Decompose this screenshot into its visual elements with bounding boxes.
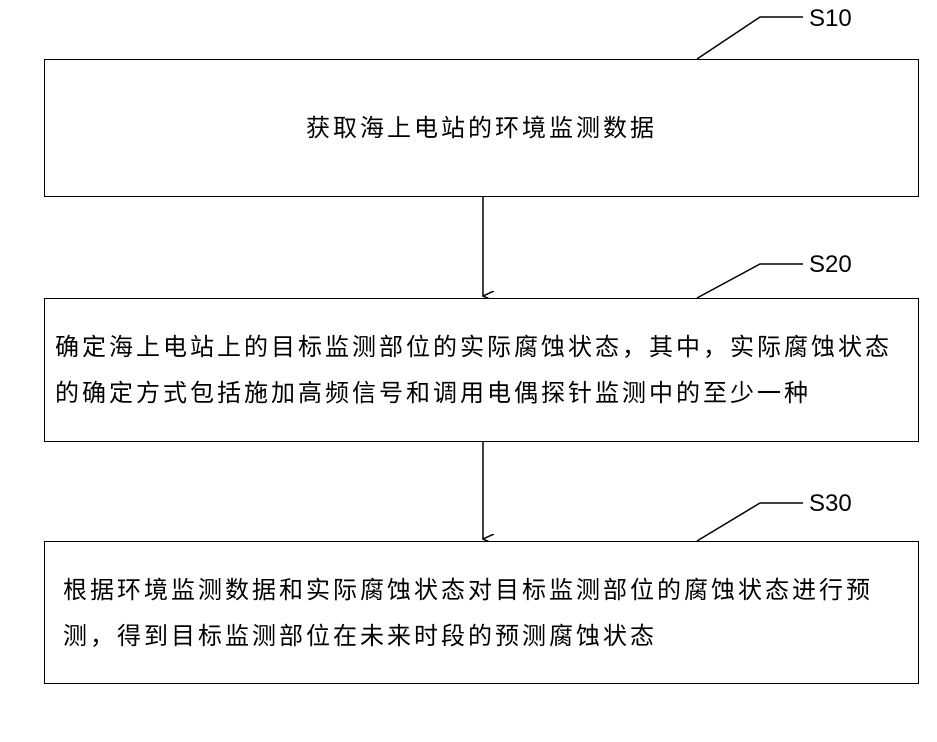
step-label-s20: S20	[809, 253, 852, 277]
step-text-s10: 获取海上电站的环境监测数据	[306, 105, 657, 151]
step-box-s30: 根据环境监测数据和实际腐蚀状态对目标监测部位的腐蚀状态进行预测，得到目标监测部位…	[44, 541, 919, 684]
step-label-s10: S10	[809, 7, 852, 31]
s30-leader-line	[697, 503, 803, 541]
step-box-s20: 确定海上电站上的目标监测部位的实际腐蚀状态，其中，实际腐蚀状态的确定方式包括施加…	[44, 298, 919, 442]
step-text-s20: 确定海上电站上的目标监测部位的实际腐蚀状态，其中，实际腐蚀状态的确定方式包括施加…	[45, 324, 918, 416]
s10-leader-line	[697, 17, 803, 59]
s20-leader-line	[697, 264, 803, 298]
step-text-s30-content: 根据环境监测数据和实际腐蚀状态对目标监测部位的腐蚀状态进行预测，得到目标监测部位…	[63, 576, 873, 650]
step-text-s20-content: 确定海上电站上的目标监测部位的实际腐蚀状态，其中，实际腐蚀状态的确定方式包括施加…	[55, 333, 892, 407]
step-box-s10: 获取海上电站的环境监测数据	[44, 59, 919, 197]
step-text-s30: 根据环境监测数据和实际腐蚀状态对目标监测部位的腐蚀状态进行预测，得到目标监测部位…	[45, 567, 918, 659]
step-label-s30: S30	[809, 492, 852, 516]
